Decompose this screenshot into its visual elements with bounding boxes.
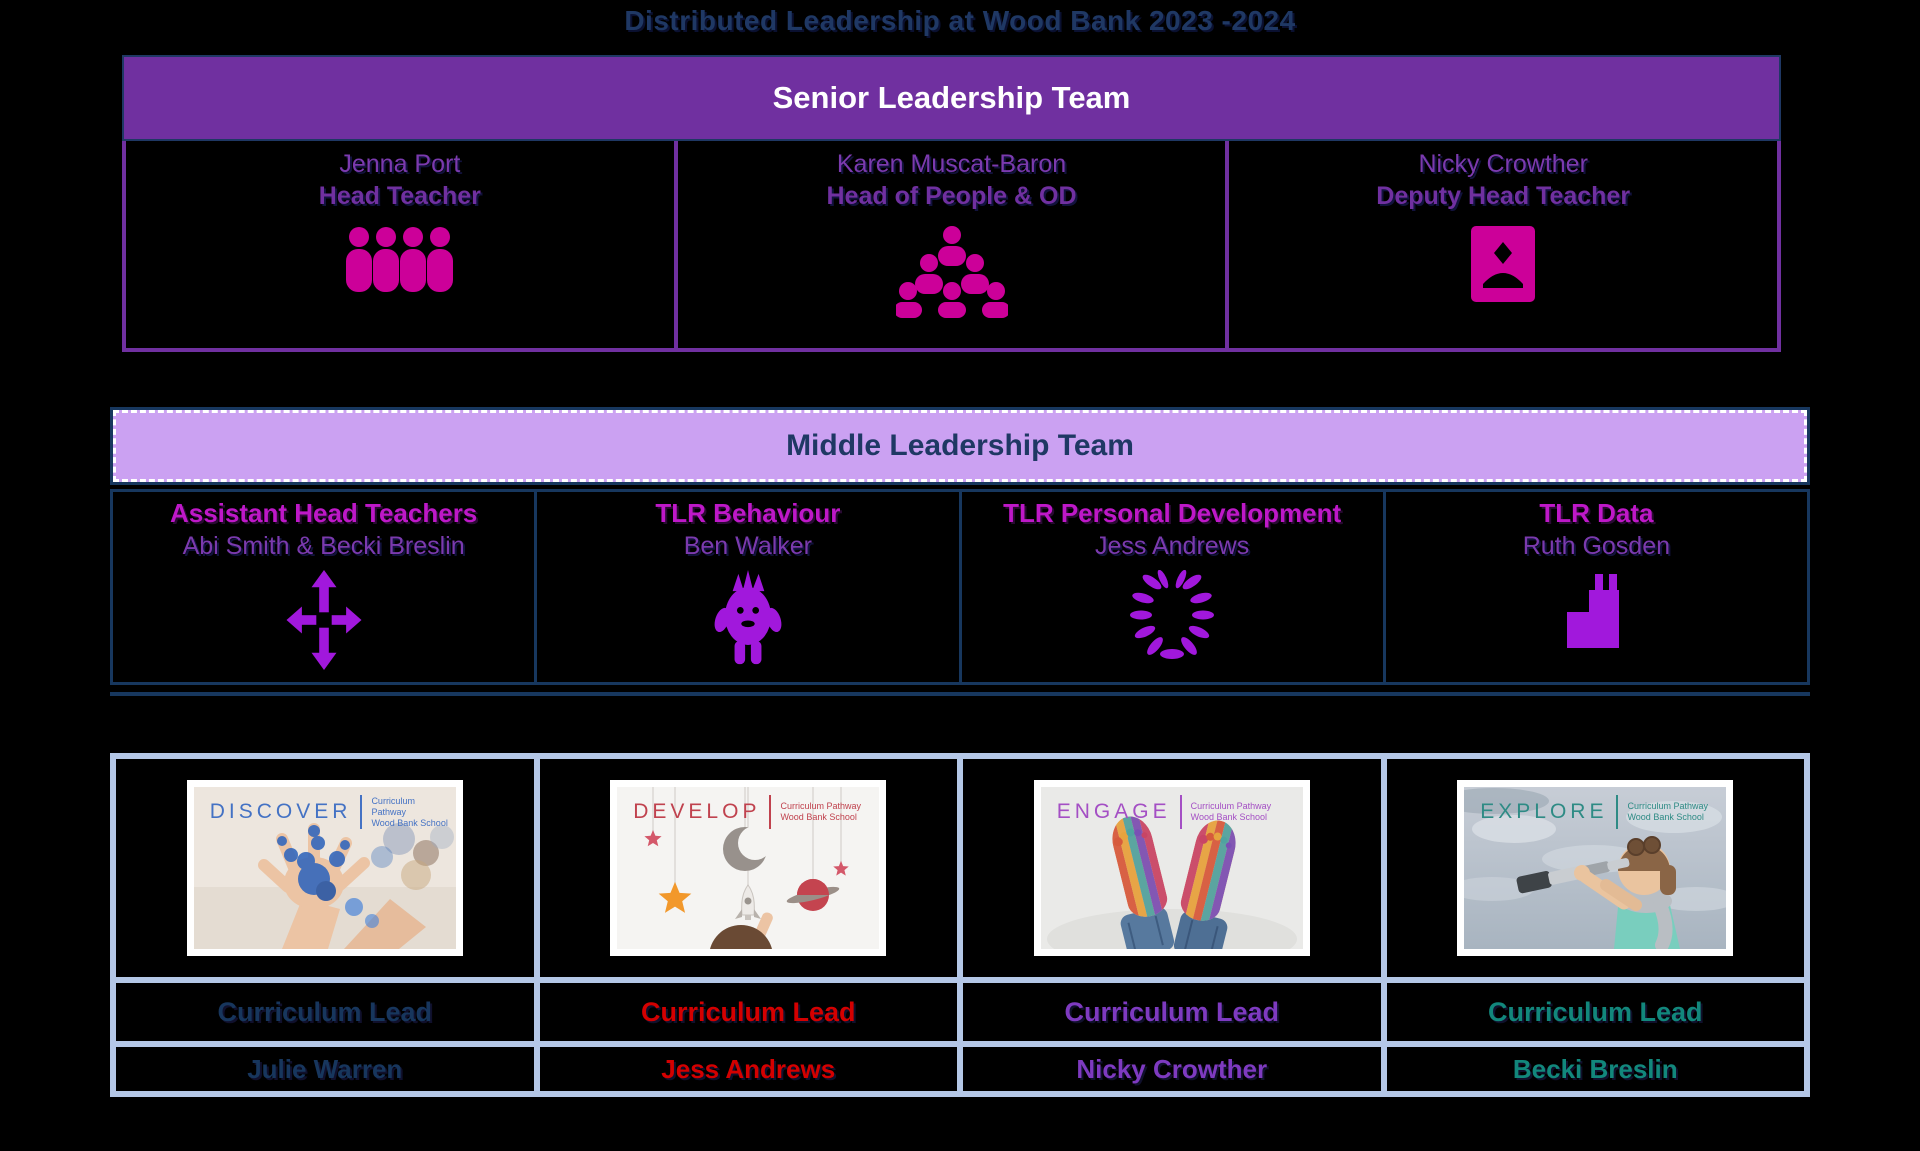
bar-chart-icon [1386, 570, 1807, 650]
curriculum-section: DISCOVER Curriculum Pathway Wood Bank Sc… [110, 753, 1810, 1097]
move-arrows-icon [113, 570, 534, 670]
member-name: Ruth Gosden [1522, 532, 1671, 560]
divider-line [769, 795, 772, 829]
senior-leadership-header: Senior Leadership Team [122, 55, 1781, 141]
senior-member-card: Jenna Port Head Teacher [126, 141, 678, 348]
curriculum-lead-label: Curriculum Lead [1386, 983, 1804, 1041]
senior-member-card: Nicky Crowther Deputy Head Teacher [1229, 141, 1778, 348]
divider-line [360, 795, 363, 829]
role-title: TLR Behaviour [655, 498, 841, 528]
curriculum-lead-label: Curriculum Lead [963, 983, 1381, 1041]
curriculum-lead-name: Jess Andrews [539, 1047, 957, 1091]
curriculum-card-develop: DEVELOP Curriculum Pathway Wood Bank Sch… [539, 759, 957, 977]
role-title: TLR Data [1539, 498, 1654, 528]
explore-photo: EXPLORE Curriculum Pathway Wood Bank Sch… [1457, 780, 1734, 956]
pathway-subtitle: Curriculum Pathway Wood Bank School [371, 795, 448, 828]
member-role: Deputy Head Teacher [1376, 182, 1631, 210]
pathway-subtitle: Curriculum Pathway Wood Bank School [1627, 801, 1708, 822]
divider-line [1616, 795, 1619, 829]
middle-leadership-header: Middle Leadership Team [113, 410, 1807, 482]
monster-icon [537, 570, 958, 668]
page-title: Distributed Leadership at Wood Bank 2023… [624, 5, 1296, 36]
engage-photo: ENGAGE Curriculum Pathway Wood Bank Scho… [1033, 780, 1310, 956]
senior-member-card: Karen Muscat-Baron Head of People & OD [677, 141, 1230, 348]
people-group-icon [344, 226, 456, 292]
member-name: Jess Andrews [1095, 532, 1250, 560]
pathway-title: ENGAGE [1056, 800, 1171, 823]
pathway-subtitle: Curriculum Pathway Wood Bank School [1190, 801, 1272, 822]
middle-leadership-section: Middle Leadership Team Assistant Head Te… [110, 406, 1810, 696]
pathway-subtitle: Curriculum Pathway Wood Bank School [780, 801, 861, 822]
member-name: Ben Walker [683, 532, 813, 560]
member-name: Jenna Port [339, 150, 461, 178]
role-title: TLR Personal Development [1003, 498, 1342, 528]
middle-header-label: Middle Leadership Team [786, 429, 1134, 462]
curriculum-lead-name: Julie Warren [116, 1047, 534, 1091]
curriculum-lead-name: Becki Breslin [1386, 1047, 1804, 1091]
curriculum-card-explore: EXPLORE Curriculum Pathway Wood Bank Sch… [1386, 759, 1804, 977]
develop-photo: DEVELOP Curriculum Pathway Wood Bank Sch… [610, 780, 887, 956]
member-name: Abi Smith & Becki Breslin [182, 532, 465, 560]
curriculum-card-discover: DISCOVER Curriculum Pathway Wood Bank Sc… [116, 759, 534, 977]
middle-member-card: Assistant Head Teachers Abi Smith & Beck… [113, 492, 538, 682]
curriculum-lead-label: Curriculum Lead [539, 983, 957, 1041]
curriculum-card-engage: ENGAGE Curriculum Pathway Wood Bank Scho… [963, 759, 1381, 977]
pathway-title: DISCOVER [209, 800, 352, 823]
divider-line [1179, 795, 1182, 829]
people-pyramid-icon [895, 226, 1008, 318]
section-divider [110, 692, 1810, 696]
senior-header-label: Senior Leadership Team [772, 80, 1131, 115]
middle-member-card: TLR Data Ruth Gosden [1385, 492, 1807, 682]
member-name: Nicky Crowther [1418, 150, 1588, 178]
member-role: Head Teacher [318, 182, 481, 210]
middle-member-card: TLR Personal Development Jess Andrews [961, 492, 1386, 682]
member-role: Head of People & OD [826, 182, 1077, 210]
role-title: Assistant Head Teachers [169, 498, 478, 528]
pathway-title: EXPLORE [1480, 800, 1608, 823]
curriculum-lead-label: Curriculum Lead [116, 983, 534, 1041]
laurel-wreath-icon [962, 570, 1383, 662]
person-badge-icon [1471, 226, 1536, 302]
middle-leadership-row: Assistant Head Teachers Abi Smith & Beck… [110, 489, 1810, 685]
curriculum-lead-name: Nicky Crowther [963, 1047, 1381, 1091]
senior-leadership-section: Senior Leadership Team Jenna Port Head T… [122, 55, 1781, 352]
pathway-title: DEVELOP [633, 800, 761, 823]
senior-leadership-row: Jenna Port Head Teacher Karen Muscat-Bar… [122, 141, 1781, 352]
middle-member-card: TLR Behaviour Ben Walker [537, 492, 962, 682]
discover-photo: DISCOVER Curriculum Pathway Wood Bank Sc… [186, 780, 463, 956]
member-name: Karen Muscat-Baron [836, 150, 1067, 178]
